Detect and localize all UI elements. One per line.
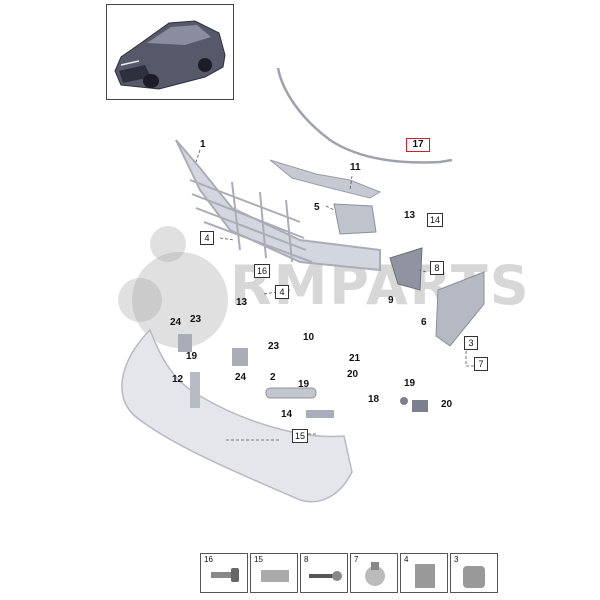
- trim-piece-2: [265, 387, 317, 399]
- screw-18: [400, 397, 408, 405]
- highlighted-part-ref[interactable]: 17: [406, 138, 430, 152]
- part-ref-box[interactable]: 15: [292, 429, 308, 443]
- callout-number: 23: [190, 314, 202, 325]
- clip-20: [412, 400, 428, 412]
- side-grille-part: [435, 271, 485, 347]
- callout-number: 2: [270, 372, 276, 383]
- callout-number: 19: [298, 379, 310, 390]
- push-clip-icon: [365, 562, 385, 586]
- legend-cell-nut[interactable]: 3: [450, 553, 498, 593]
- part-ref-box[interactable]: 16: [254, 264, 270, 278]
- callout-number: 11: [350, 162, 361, 173]
- callout-number: 20: [347, 369, 359, 380]
- legend-cell-push-clip[interactable]: 7: [350, 553, 398, 593]
- rivet-icon: [309, 571, 342, 581]
- trim-piece-14: [306, 410, 334, 418]
- part-ref-box[interactable]: 8: [430, 261, 444, 275]
- trim-piece-12: [190, 372, 200, 408]
- bracket-icon: [415, 564, 435, 588]
- part-ref-box[interactable]: 3: [464, 336, 478, 350]
- part-ref-box[interactable]: 7: [474, 357, 488, 371]
- legend-cell-rivet[interactable]: 8: [300, 553, 348, 593]
- upper-bracket-part: [269, 159, 382, 199]
- callout-number: 13: [404, 210, 416, 221]
- legend-cell-label: 16: [204, 555, 213, 564]
- wiring-harness-part: [276, 67, 453, 164]
- callout-number: 23: [268, 341, 280, 352]
- bracket-24b: [178, 334, 192, 352]
- gear-watermark-icon: [118, 226, 228, 348]
- legend-cell-bracket[interactable]: 4: [400, 553, 448, 593]
- callout-number: 21: [349, 353, 361, 364]
- callout-number: 13: [236, 297, 248, 308]
- callout-number: 10: [303, 332, 315, 343]
- callout-number: 19: [186, 351, 198, 362]
- air-duct-part: [389, 247, 423, 291]
- legend-cell-bolt[interactable]: 16: [200, 553, 248, 593]
- legend-cell-label: 3: [454, 555, 459, 564]
- legend-cell-clip-strip[interactable]: 15: [250, 553, 298, 593]
- bracket-24: [232, 348, 248, 366]
- callout-number: 1: [200, 139, 206, 150]
- part-ref-box[interactable]: 4: [275, 285, 289, 299]
- callout-number: 19: [404, 378, 416, 389]
- grille-insert-part: [333, 203, 377, 235]
- bolt-icon: [211, 568, 239, 582]
- callout-number: 18: [368, 394, 380, 405]
- car-illustration: [114, 20, 226, 90]
- callout-number: 9: [388, 295, 394, 306]
- legend-cell-label: 15: [254, 555, 263, 564]
- legend-cell-label: 8: [304, 555, 309, 564]
- callout-number: 14: [281, 409, 293, 420]
- leader-lines: [195, 149, 476, 441]
- vehicle-thumbnail: [106, 4, 234, 100]
- legend-cell-label: 7: [354, 555, 359, 564]
- callout-number: 6: [421, 317, 427, 328]
- legend-cell-label: 4: [404, 555, 409, 564]
- callout-number: 5: [314, 202, 320, 213]
- grille-frame-part: [175, 139, 381, 272]
- nut-icon: [463, 566, 485, 588]
- fastener-legend: 16 15 8 7 4 3: [200, 553, 498, 593]
- part-ref-box[interactable]: 14: [427, 213, 443, 227]
- callout-number: 24: [170, 317, 182, 328]
- callout-number: 20: [441, 399, 453, 410]
- callout-number: 24: [235, 372, 247, 383]
- part-ref-box[interactable]: 4: [200, 231, 214, 245]
- callout-number: 12: [172, 374, 184, 385]
- clip-strip-icon: [261, 570, 289, 582]
